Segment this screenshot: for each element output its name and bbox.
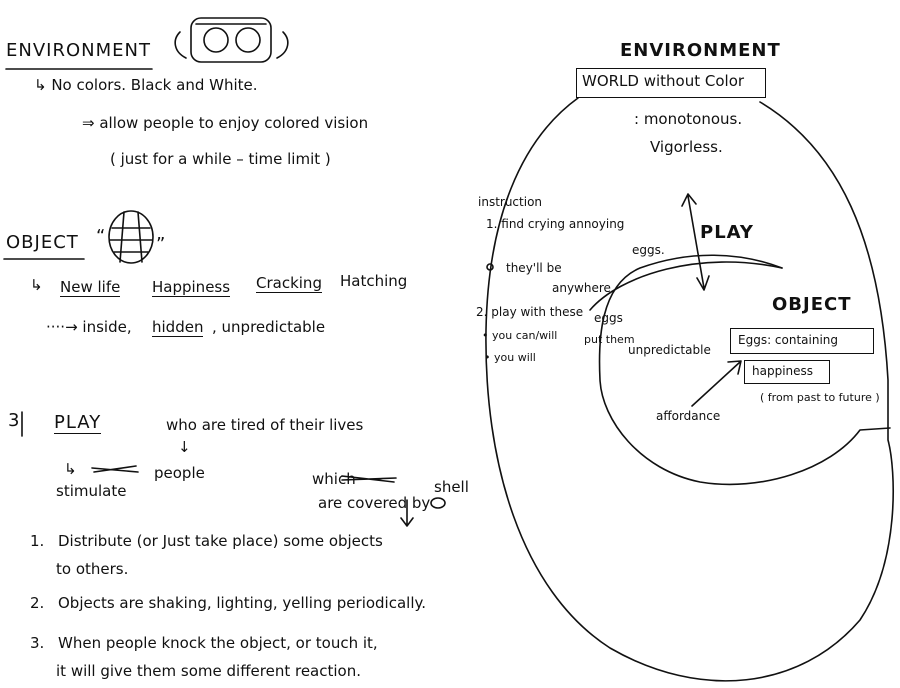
list-item-3-line-2: it will give them some different reactio… <box>56 662 361 680</box>
tired-down-arrow: ↓ <box>178 438 191 456</box>
right-object-title: OBJECT <box>772 294 852 315</box>
eggs-box <box>730 328 874 354</box>
right-environment-title: ENVIRONMENT <box>620 40 781 61</box>
shell-small-icon <box>430 497 446 509</box>
tired-of-lives: who are tired of their lives <box>166 416 364 434</box>
scribble-crossout-2 <box>341 475 397 483</box>
scribble-crossout <box>91 465 139 473</box>
anywhere-line-2: anywhere <box>552 281 611 295</box>
environment-line-3: ( just for a while – time limit ) <box>110 150 331 168</box>
list-item-1-num: 1. <box>30 532 45 550</box>
world-box <box>576 68 766 98</box>
happiness-box-label: happiness <box>752 364 814 378</box>
left-environment-title: ENVIRONMENT <box>6 40 151 61</box>
stimulate-label: stimulate <box>56 482 127 500</box>
list-item-3-line-1: When people knock the object, or touch i… <box>58 634 378 652</box>
happiness-box <box>744 360 830 384</box>
outer-oval <box>485 97 895 682</box>
world-box-label: WORLD without Color <box>582 72 745 90</box>
vigorless-label: Vigorless. <box>650 138 723 156</box>
instruction-2: 2. play with these <box>476 305 584 319</box>
play-number: 3 <box>8 410 21 431</box>
quote-open: “ <box>96 226 107 247</box>
inner-spiral <box>598 254 891 486</box>
right-play-label: PLAY <box>700 222 754 243</box>
you-will-label: • you will <box>484 351 536 364</box>
word-cracking: Cracking <box>256 274 322 293</box>
object-arrow: ↳ <box>30 276 43 294</box>
play-double-arrow <box>681 193 710 291</box>
word-new-life: New life <box>60 278 121 297</box>
eggs-label-1: eggs. <box>632 243 665 257</box>
environment-line-1: ↳ No colors. Black and White. <box>34 76 258 94</box>
list-item-1-line-2: to others. <box>56 560 129 578</box>
word-hidden: hidden <box>152 318 204 337</box>
left-play-title: PLAY <box>54 412 102 434</box>
shell-label: shell <box>434 478 469 496</box>
anywhere-line-1: they'll be <box>506 261 562 275</box>
play-arrow: ↳ <box>64 460 77 478</box>
covered-by-label: are covered by <box>318 494 431 512</box>
list-item-1-line-1: Distribute (or Just take place) some obj… <box>58 532 383 550</box>
instruction-label: instruction <box>478 195 543 209</box>
list-item-2-line-1: Objects are shaking, lighting, yelling p… <box>58 594 427 612</box>
instruction-1: 1. find crying annoying <box>486 217 625 231</box>
past-future-label: ( from past to future ) <box>760 391 880 404</box>
quote-close: ” <box>156 234 167 255</box>
shell-down-arrow <box>400 499 414 527</box>
eggs-box-label: Eggs: containing <box>738 333 839 347</box>
word-unpredictable: , unpredictable <box>212 318 326 336</box>
goggles-sketch-icon <box>174 17 289 63</box>
word-happiness: Happiness <box>152 278 231 297</box>
put-them-label: put them <box>584 333 635 346</box>
people-label: people <box>154 464 205 482</box>
which-label: which <box>312 470 356 488</box>
list-item-2-num: 2. <box>30 594 45 612</box>
list-item-3-num: 3. <box>30 634 45 652</box>
word-hatching: Hatching <box>340 272 408 290</box>
left-object-title: OBJECT <box>6 232 79 253</box>
spiral-inner-arc <box>589 261 783 311</box>
environment-line-2: ⇒ allow people to enjoy colored vision <box>82 114 369 132</box>
bullet-dot <box>486 263 494 271</box>
egg-sketch-icon <box>108 210 154 264</box>
eggs-label-2: eggs <box>594 311 623 325</box>
unpredictable-label: unpredictable <box>628 343 711 357</box>
you-can-label: • you can/will <box>482 329 558 342</box>
affordance-arrow <box>691 360 742 407</box>
object-line-2-prefix: ····→ inside, <box>46 318 132 336</box>
monotonous-label: : monotonous. <box>634 110 743 128</box>
affordance-label: affordance <box>656 409 721 423</box>
